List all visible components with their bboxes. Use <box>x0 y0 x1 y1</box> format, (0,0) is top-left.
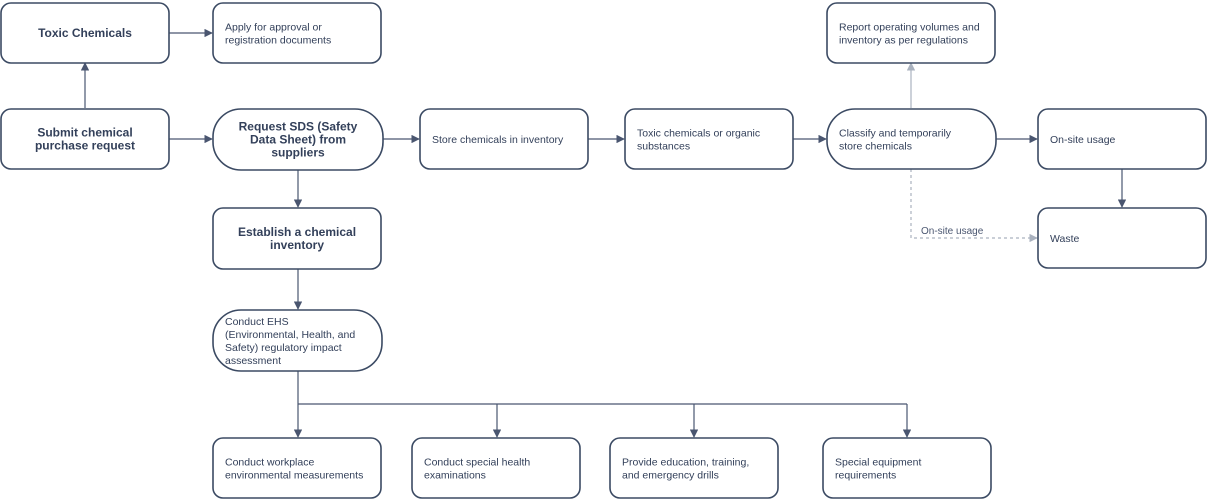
node-label-line: Apply for approval or <box>225 22 322 34</box>
node-label-line: Establish a chemical <box>238 225 356 239</box>
node-label-line: examinations <box>424 470 486 482</box>
node-label-line: registration documents <box>225 35 331 47</box>
node-label-line: (Environmental, Health, and <box>225 329 355 341</box>
node-label-line: Toxic Chemicals <box>38 26 132 40</box>
node-label-line: Store chemicals in inventory <box>432 134 564 146</box>
node-box <box>411 437 581 499</box>
node-label-line: environmental measurements <box>225 470 363 482</box>
node-waste: Waste <box>1037 207 1207 269</box>
node-box <box>609 437 779 499</box>
node-label-line: suppliers <box>271 146 325 160</box>
node-label-line: Conduct EHS <box>225 316 289 328</box>
node-box <box>212 108 384 171</box>
node-box <box>1037 207 1207 269</box>
node-label-line: Conduct workplace <box>225 457 314 469</box>
node-label-line: Report operating volumes and <box>839 22 980 34</box>
node-store-inventory: Store chemicals in inventory <box>419 108 589 170</box>
node-label-line: inventory <box>270 238 324 252</box>
node-box <box>822 437 992 499</box>
node-label-line: Conduct special health <box>424 457 530 469</box>
edge-classify-to-waste-dashed <box>910 169 1038 243</box>
node-label-line: Classify and temporarily <box>839 128 952 140</box>
node-label-line: Data Sheet) from <box>250 133 346 147</box>
node-label-line: Safety) regulatory impact <box>225 342 342 354</box>
node-box <box>826 108 997 170</box>
node-label-line: store chemicals <box>839 141 912 153</box>
node-label-line: requirements <box>835 470 896 482</box>
node-toxic-chemicals: Toxic Chemicals <box>0 2 170 64</box>
node-box <box>0 108 170 170</box>
node-box <box>212 309 383 372</box>
node-box <box>826 2 996 64</box>
node-box <box>624 108 794 170</box>
node-box <box>1037 108 1207 170</box>
node-label-line: Toxic chemicals or organic <box>637 128 760 140</box>
dashed-edge-label: On-site usage <box>921 226 984 237</box>
node-onsite-usage: On-site usage <box>1037 108 1207 170</box>
node-label-line: and emergency drills <box>622 470 719 482</box>
node-label-line: purchase request <box>35 139 135 153</box>
node-label-line: Provide education, training, <box>622 457 749 469</box>
node-label-line: Request SDS (Safety <box>239 120 358 134</box>
node-label-line: On-site usage <box>1050 134 1116 146</box>
node-box <box>212 2 382 64</box>
node-label-line: Special equipment <box>835 457 921 469</box>
node-label-line: substances <box>637 141 690 153</box>
node-label-line: Submit chemical <box>37 126 132 140</box>
node-box <box>212 207 382 270</box>
node-box <box>0 2 170 64</box>
node-box <box>212 437 382 499</box>
node-box <box>419 108 589 170</box>
node-label-line: inventory as per regulations <box>839 35 968 47</box>
connectors: On-site usage <box>80 28 1127 438</box>
node-education-drills: Provide education, training,and emergenc… <box>609 437 779 499</box>
node-ehs-assessment: Conduct EHS(Environmental, Health, andSa… <box>212 309 383 372</box>
node-label-line: Waste <box>1050 233 1080 245</box>
node-label-line: assessment <box>225 355 281 367</box>
